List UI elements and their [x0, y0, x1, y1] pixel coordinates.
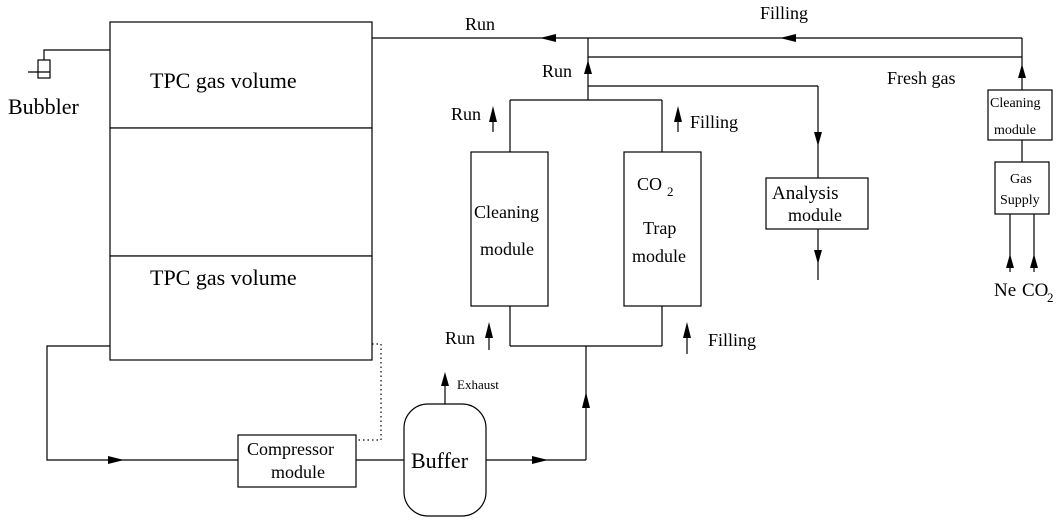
- analysis-module-box: [765, 177, 869, 230]
- compressor-module-box: [237, 434, 357, 488]
- cleaning-module-label-2: module: [480, 239, 534, 259]
- co2-input-label: CO: [1022, 280, 1048, 301]
- co2-trap-label-2: Trap: [643, 218, 676, 238]
- filling-right-up-label: Filling: [690, 112, 738, 132]
- analysis-arrow-down: [814, 132, 822, 146]
- tpc-lower-volume: [109, 255, 373, 361]
- run-mid-arrow-up: [584, 60, 592, 74]
- tpc-to-compressor-line: [46, 345, 238, 461]
- filling-arrow-left: [780, 34, 796, 42]
- small-cleaning-label-1: Cleaning: [990, 96, 1041, 111]
- cleaning-module-label-1: Cleaning: [474, 202, 539, 222]
- buffer-label: Buffer: [411, 448, 469, 473]
- filling-top-label: Filling: [760, 3, 808, 23]
- right-feed-arrow-up: [1018, 64, 1026, 78]
- ne-label: Ne: [994, 280, 1016, 301]
- filling-right-low-arrow: [683, 322, 691, 338]
- dotted-bypass-line: [356, 343, 382, 441]
- filling-right-up-arrow: [674, 106, 682, 122]
- co2-arrow-up: [1030, 254, 1038, 268]
- bubbler-label: Bubbler: [8, 94, 80, 119]
- co2-trap-label-co: CO: [637, 174, 662, 194]
- filling-right-low-label: Filling: [708, 330, 756, 350]
- ne-arrow-up: [1006, 254, 1014, 268]
- run-arrow-left: [540, 34, 556, 42]
- tpc-lower-label: TPC gas volume: [150, 265, 297, 290]
- cleaning-module-box: [470, 151, 549, 307]
- small-cleaning-module: [987, 89, 1053, 141]
- tpc-middle-volume: [109, 127, 373, 257]
- buffer-out-arrow: [532, 456, 548, 464]
- analysis-label-2: module: [788, 205, 842, 225]
- co2-trap-label-3: module: [632, 246, 686, 266]
- run-left-up-label: Run: [451, 104, 481, 124]
- buffer-up-arrow: [582, 392, 590, 408]
- co2-trap-label-sub: 2: [667, 184, 674, 199]
- exhaust-arrow-up: [441, 372, 449, 386]
- compressor-label-2: module: [271, 462, 325, 482]
- run-top-label: Run: [465, 14, 495, 34]
- gas-supply-label-1: Gas: [1010, 172, 1032, 187]
- small-cleaning-label-2: module: [994, 123, 1036, 138]
- bubbler-icon: [28, 49, 110, 79]
- compressor-label-1: Compressor: [247, 439, 334, 459]
- run-left-low-label: Run: [445, 328, 475, 348]
- analysis-out-arrow-down: [814, 250, 822, 264]
- compressor-in-arrow: [108, 456, 124, 464]
- gas-supply-label-2: Supply: [1000, 193, 1040, 208]
- run-left-up-arrow: [489, 106, 497, 122]
- run-mid-label: Run: [542, 61, 572, 81]
- gas-supply-box: [994, 161, 1050, 215]
- exhaust-label: Exhaust: [457, 377, 499, 392]
- analysis-label-1: Analysis: [772, 183, 839, 204]
- tpc-upper-volume: [109, 21, 373, 129]
- fresh-gas-label: Fresh gas: [887, 68, 956, 88]
- tpc-upper-label: TPC gas volume: [150, 68, 297, 93]
- co2-trap-module-box: [623, 151, 702, 307]
- run-left-low-arrow: [485, 322, 493, 338]
- co2-input-subscript: 2: [1047, 290, 1054, 305]
